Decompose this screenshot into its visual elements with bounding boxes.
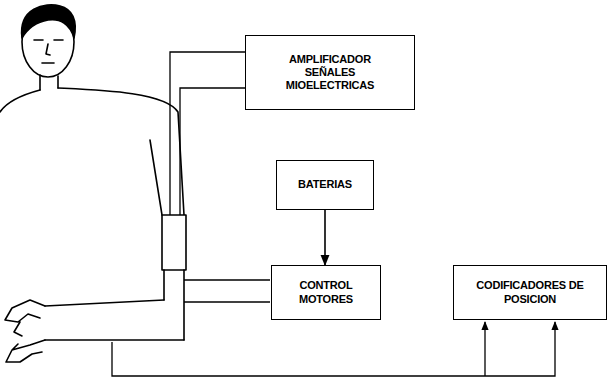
prosthetic-hand xyxy=(5,300,45,362)
upper-arm xyxy=(150,140,162,215)
prosthesis-forearm xyxy=(45,300,184,340)
box-label: CODIFICADORES DE POSICION xyxy=(470,279,590,305)
left-shoulder xyxy=(0,90,40,112)
prosthesis-socket xyxy=(162,215,186,270)
power-arrow xyxy=(324,210,326,265)
process-box: CODIFICADORES DE POSICION xyxy=(453,265,607,320)
right-shoulder xyxy=(58,88,184,215)
process-box: BATERIAS xyxy=(276,160,374,210)
box-label: BATERIAS xyxy=(298,178,352,191)
signal-wire xyxy=(180,88,245,215)
process-box: CONTROL MOTORES xyxy=(271,265,381,320)
position-wire xyxy=(112,322,555,376)
eyes xyxy=(34,39,63,41)
motor-wire xyxy=(184,279,270,280)
nose xyxy=(46,44,50,55)
box-label: CONTROL MOTORES xyxy=(299,279,353,305)
position-wire xyxy=(484,322,485,376)
mouth xyxy=(42,62,54,64)
hair xyxy=(22,5,76,38)
prosthesis-elbow xyxy=(164,270,184,340)
process-box: AMPLIFICADOR SEÑALES MIOELECTRICAS xyxy=(245,35,415,110)
signal-wire xyxy=(170,52,245,215)
neck xyxy=(40,75,58,90)
motor-wire xyxy=(184,301,270,302)
box-label: AMPLIFICADOR SEÑALES MIOELECTRICAS xyxy=(286,53,374,93)
